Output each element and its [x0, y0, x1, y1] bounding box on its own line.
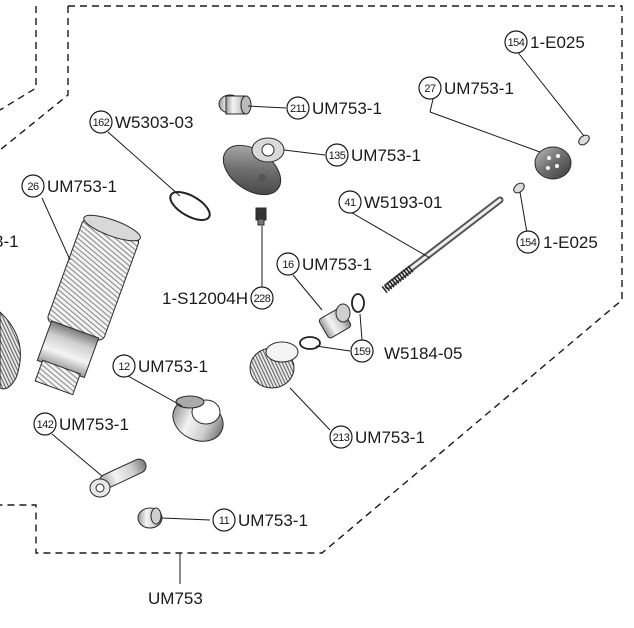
ball-end-part: [137, 507, 163, 529]
spacer-part: [318, 303, 352, 339]
callout-code: UM753-1: [59, 415, 129, 434]
screw-part: [255, 207, 267, 226]
callout-26: 26 UM753-1: [21, 174, 117, 198]
callout-code: UM753-1: [47, 177, 117, 196]
callout-16: 16 UM753-1: [276, 252, 372, 276]
callout-number: 41: [344, 197, 356, 209]
callout-code: UM753-1: [312, 99, 382, 118]
callout-code: 1-E025: [530, 33, 585, 52]
callout-number: 213: [333, 432, 350, 444]
callout-135: 135 UM753-1: [325, 143, 421, 167]
callout-number: 154: [508, 37, 525, 49]
shock-shaft-part: [381, 196, 504, 294]
callout-number: 12: [118, 361, 130, 373]
callout-159: 159 W5184-05: [350, 339, 462, 363]
callout-154-upper: 154 1-E025: [504, 30, 585, 54]
knurled-collar-part: [249, 341, 299, 389]
callout-number: 11: [219, 515, 230, 527]
callout-number: 159: [354, 346, 371, 358]
callout-code: UM753-1: [302, 255, 372, 274]
callout-162: 162 W5303-03: [89, 110, 193, 134]
callout-code: UM753-1: [138, 357, 208, 376]
shock-body-part: [34, 214, 141, 396]
callout-number: 142: [37, 419, 54, 431]
lower-cap-part: [172, 395, 224, 442]
callout-11: 11 UM753-1: [212, 508, 308, 532]
callout-code: W5303-03: [115, 113, 193, 132]
callout-code: 1-S12004H: [162, 289, 248, 308]
rod-end-part: [89, 458, 147, 498]
leader-lines: [41, 49, 585, 521]
small-o-ring-part-b: [299, 336, 321, 350]
callout-211: 211 UM753-1: [286, 96, 382, 120]
piston-part: [534, 146, 572, 180]
callout-number: 154: [520, 237, 537, 249]
left-partial-part: [0, 311, 21, 390]
o-ring-part: [169, 191, 211, 221]
callout-code: UM753-1: [351, 146, 421, 165]
callout-number: 27: [424, 83, 436, 95]
callout-154-lower: 154 1-E025: [516, 230, 598, 254]
callout-27: 27 UM753-1: [418, 76, 514, 100]
assembly-code: UM753: [148, 589, 203, 608]
callout-41: 41 W5193-01: [338, 190, 442, 214]
callout-228: 228 1-S12004H: [162, 286, 274, 310]
left-edge-code: 3-1: [0, 232, 19, 251]
callout-code: 1-E025: [543, 233, 598, 252]
callout-142: 142 UM753-1: [33, 412, 129, 436]
e-clip-part-upper: [578, 134, 590, 146]
callout-code: W5193-01: [364, 193, 442, 212]
bushing-part: [218, 94, 252, 115]
callout-12: 12 UM753-1: [112, 354, 208, 378]
callout-code: W5184-05: [384, 344, 462, 363]
assembly-boundary-left-lower: [0, 6, 69, 151]
callout-code: UM753-1: [238, 511, 308, 530]
callout-number: 162: [93, 117, 110, 129]
e-clip-part-lower: [513, 182, 525, 194]
callout-code: UM753-1: [355, 428, 425, 447]
shock-cap-part: [222, 137, 285, 196]
assembly-boundary: [0, 5, 623, 554]
callout-number: 16: [282, 259, 294, 271]
callout-number: 211: [290, 103, 306, 115]
assembly-boundary-left-arm: [0, 6, 37, 111]
callout-code: UM753-1: [444, 79, 514, 98]
callout-number: 26: [27, 181, 39, 193]
small-o-ring-part-a: [351, 293, 365, 313]
callout-number: 135: [329, 150, 346, 162]
callout-213: 213 UM753-1: [329, 425, 425, 449]
callout-number: 228: [254, 293, 271, 305]
